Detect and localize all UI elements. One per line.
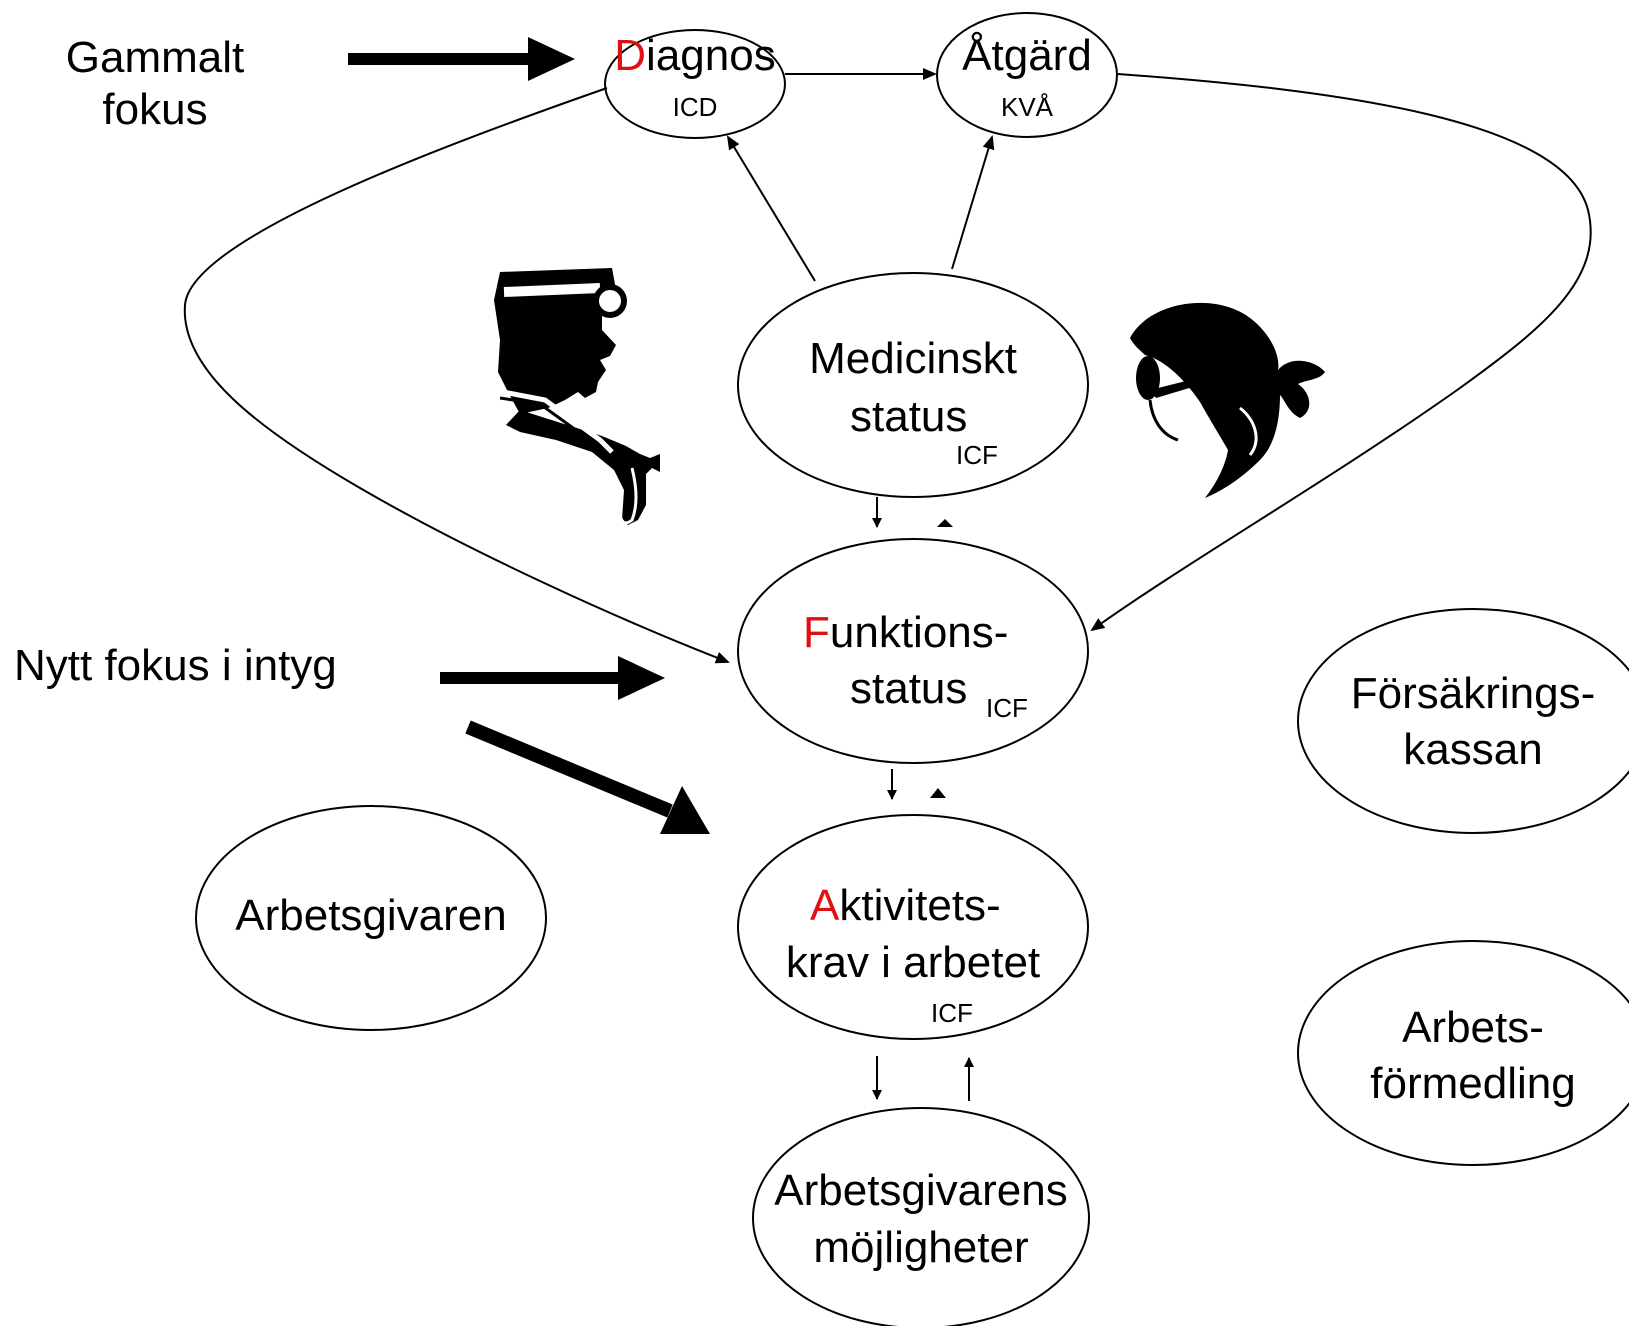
arbetsformedling-line2: förmedling	[1370, 1059, 1576, 1108]
diagnos-title: Diagnos	[605, 30, 785, 82]
aktivitet-initial: A	[810, 881, 840, 930]
nurse-icon	[1130, 302, 1325, 498]
aktivitet-line1-rest: ktivitets-	[839, 881, 1001, 930]
arbetsformedling-line1: Arbets-	[1402, 1003, 1544, 1052]
edge-medicinskt-diagnos	[726, 135, 816, 282]
gammalt-fokus-line2: fokus	[102, 85, 208, 134]
diagnos-rest: iagnos	[646, 31, 776, 80]
node-arbetsgivaren	[195, 805, 547, 1031]
arbetsgivaren-label: Arbetsgivaren	[235, 891, 507, 940]
diagnos-code: ICD	[672, 92, 718, 122]
funktion-line1: Funktions-	[803, 607, 1008, 659]
nytt-fokus-arrowhead-2	[660, 786, 710, 834]
aktivitet-line2: krav i arbetet	[785, 938, 1041, 987]
edge-diagnos-funktionsstatus-curve	[183, 87, 730, 664]
medicinskt-line1: Medicinskt	[809, 334, 1017, 383]
funktion-line1-rest: unktions-	[829, 608, 1009, 657]
atgard-code: KVÅ	[1000, 92, 1054, 122]
mojligheter-line1: Arbetsgivarens	[774, 1166, 1068, 1215]
doctor-icon	[494, 268, 660, 525]
diagnos-initial: D	[614, 31, 647, 80]
funktion-code: ICF	[986, 693, 1028, 723]
gammalt-fokus-line1: Gammalt	[65, 33, 245, 82]
nytt-fokus-arrow-2	[465, 720, 673, 818]
gammalt-fokus-arrowhead	[528, 37, 575, 81]
nytt-fokus-label: Nytt fokus i intyg	[14, 641, 337, 690]
forsakring-line2: kassan	[1403, 725, 1543, 774]
node-atgard	[936, 12, 1118, 138]
node-arbetsgivarens-mojligheter	[752, 1107, 1090, 1326]
node-arbetsformedling	[1297, 940, 1629, 1166]
aktivitet-code: ICF	[931, 998, 973, 1028]
forsakring-line1: Försäkrings-	[1350, 669, 1596, 718]
atgard-title: Åtgärd	[962, 31, 1092, 80]
funktion-initial: F	[803, 608, 830, 657]
medicinskt-line2: status	[850, 392, 968, 441]
edge-atgard-funktionsstatus-curve	[1090, 73, 1592, 632]
node-aktivitetskrav	[737, 814, 1089, 1040]
node-forsakringskassan	[1297, 608, 1629, 834]
node-medicinskt-status	[737, 272, 1089, 498]
node-funktionsstatus	[737, 538, 1089, 764]
aktivitet-line1: Aktivitets-	[810, 880, 1001, 932]
medicinskt-code: ICF	[956, 440, 998, 470]
nytt-fokus-arrowhead-1	[618, 656, 665, 700]
funktion-line2: status	[850, 664, 968, 713]
gammalt-fokus-label: Gammalt fokus	[40, 32, 270, 136]
edge-medicinskt-atgard	[951, 135, 995, 270]
edge-funktion-to-medicinskt	[937, 519, 953, 527]
mojligheter-line2: möjligheter	[813, 1223, 1029, 1272]
node-diagnos	[604, 29, 786, 139]
edge-aktivitet-to-funktion	[930, 788, 946, 798]
